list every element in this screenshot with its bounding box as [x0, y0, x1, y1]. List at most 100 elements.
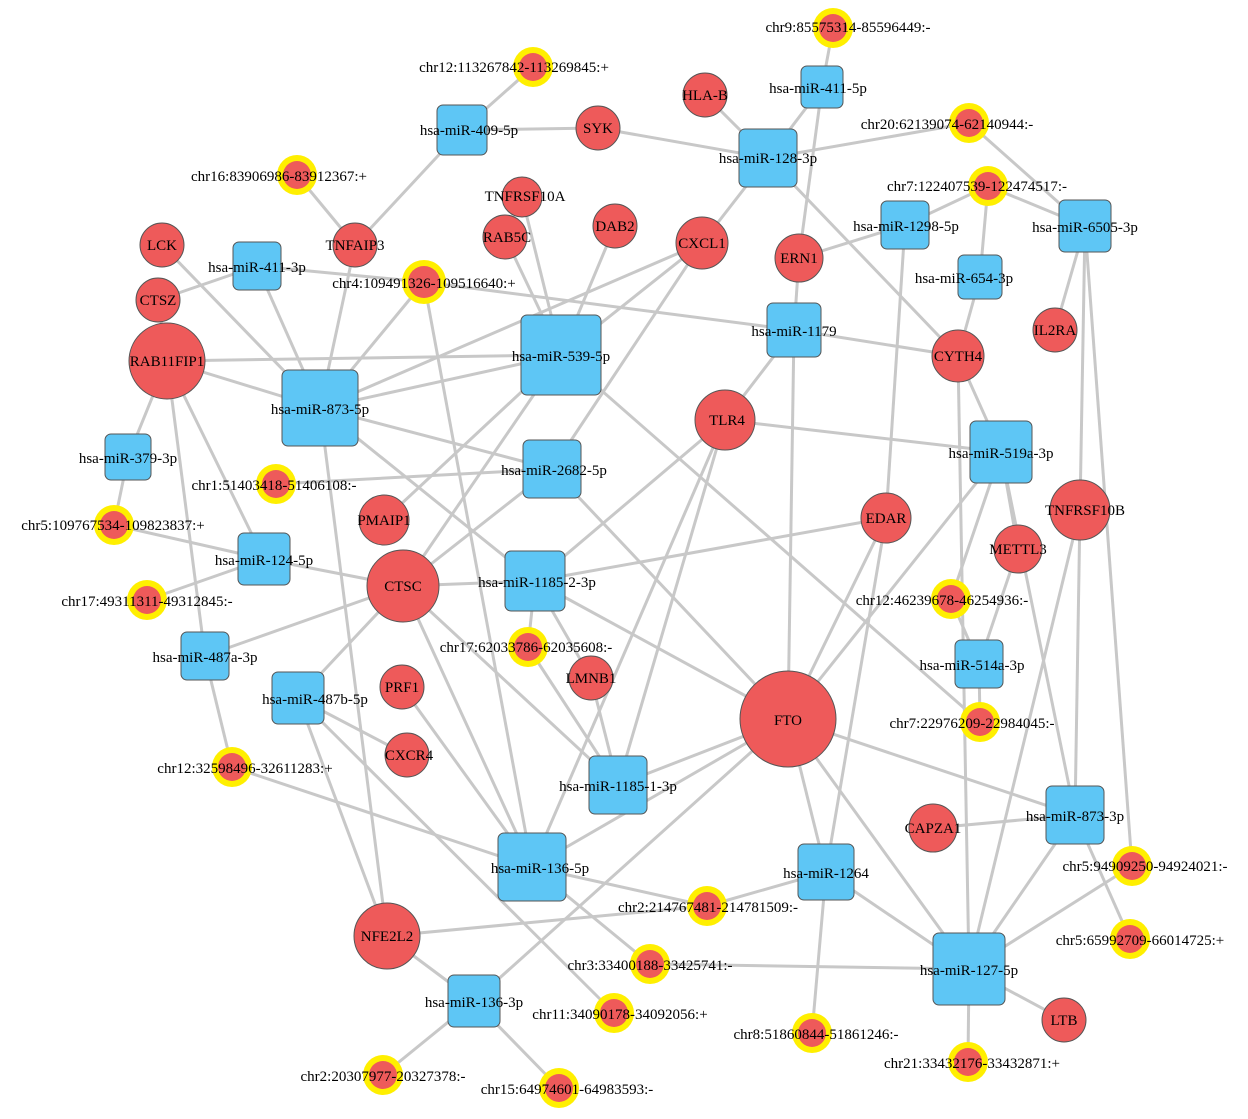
node-lck[interactable]: LCK [139, 222, 185, 268]
node-label: hsa-miR-1298-5p [853, 219, 959, 235]
node-mir487a[interactable]: hsa-miR-487a-3p [153, 631, 258, 681]
node-mir4115[interactable]: hsa-miR-411-5p [769, 65, 867, 109]
gene-circle [860, 492, 912, 544]
node-mettl3[interactable]: METTL3 [989, 524, 1047, 574]
node-label: hsa-miR-1185-2-3p [478, 575, 596, 591]
node-mir514[interactable]: hsa-miR-514a-3p [920, 639, 1025, 689]
gene-circle [482, 214, 528, 260]
edge-fto-mir127 [786, 718, 971, 970]
node-c5c[interactable]: chr5:65992709-66014725:+ [1056, 919, 1224, 959]
node-ctsz[interactable]: CTSZ [135, 277, 181, 323]
node-pmaip1[interactable]: PMAIP1 [357, 494, 411, 546]
node-tnfrsf10a[interactable]: TNFRSF10A [485, 176, 566, 218]
node-mir6505[interactable]: hsa-miR-6505-3p [1032, 199, 1138, 253]
node-mir409[interactable]: hsa-miR-409-5p [420, 104, 518, 156]
node-hlab[interactable]: HLA-B [682, 72, 728, 118]
node-mir487b[interactable]: hsa-miR-487b-5p [262, 671, 368, 725]
node-c1[interactable]: chr1:51403418-51406108:- [192, 464, 357, 504]
node-label: HLA-B [682, 88, 728, 104]
node-label: TNFAIP3 [326, 238, 385, 254]
node-mir1185_2[interactable]: hsa-miR-1185-2-3p [478, 550, 596, 612]
circrna-core [600, 999, 628, 1027]
node-c7a[interactable]: chr7:122407539-122474517:- [887, 166, 1067, 206]
node-mir1264[interactable]: hsa-miR-1264 [783, 843, 869, 901]
node-label: hsa-miR-6505-3p [1032, 220, 1138, 236]
node-mir379[interactable]: hsa-miR-379-3p [79, 433, 177, 481]
node-mir539[interactable]: hsa-miR-539-5p [512, 314, 610, 396]
node-mir128[interactable]: hsa-miR-128-3p [719, 128, 817, 188]
node-mir4113[interactable]: hsa-miR-411-3p [208, 241, 306, 291]
node-c21[interactable]: chr21:33432176-33432871:+ [884, 1042, 1060, 1082]
node-mir873_3[interactable]: hsa-miR-873-3p [1026, 785, 1124, 845]
node-ern1[interactable]: ERN1 [774, 233, 824, 283]
node-c12c[interactable]: chr12:32598496-32611283:+ [157, 747, 333, 787]
edge-rab11fip1-mir487a [165, 360, 207, 657]
node-mir127[interactable]: hsa-miR-127-5p [920, 932, 1018, 1006]
node-c5a[interactable]: chr5:109767534-109823837:+ [21, 505, 205, 545]
node-c9[interactable]: chr9:85575314-85596449:- [766, 8, 931, 48]
node-c16[interactable]: chr16:83906986-83912367:+ [191, 155, 367, 195]
mirna-square [1058, 199, 1112, 253]
gene-circle [694, 389, 756, 451]
node-mir136_3[interactable]: hsa-miR-136-3p [425, 974, 523, 1028]
node-nfe2l2[interactable]: NFE2L2 [353, 902, 421, 970]
node-ctsc[interactable]: CTSC [366, 549, 440, 623]
node-rab5c[interactable]: RAB5C [482, 214, 531, 260]
node-mir2682[interactable]: hsa-miR-2682-5p [501, 439, 607, 499]
circrna-core [100, 511, 128, 539]
node-ltb[interactable]: LTB [1041, 997, 1087, 1043]
circrna-core [636, 950, 664, 978]
node-c5b[interactable]: chr5:94909250-94924021:- [1063, 846, 1228, 886]
gene-circle [358, 494, 410, 546]
node-c12a[interactable]: chr12:113267842-113269845:+ [419, 47, 609, 87]
node-edar[interactable]: EDAR [860, 492, 912, 544]
node-c20[interactable]: chr20:62139074-62140944:- [861, 103, 1033, 143]
edge-mir4113-c4 [256, 264, 425, 284]
node-capza1[interactable]: CAPZA1 [905, 803, 962, 853]
node-c12b[interactable]: chr12:46239678-46254936:- [856, 579, 1028, 619]
node-label: hsa-miR-2682-5p [501, 463, 607, 479]
node-cyth4[interactable]: CYTH4 [931, 329, 985, 383]
node-c17a[interactable]: chr17:49311311-49312845:- [61, 580, 233, 620]
node-c4[interactable]: chr4:109491326-109516640:+ [332, 260, 516, 304]
node-mir519[interactable]: hsa-miR-519a-3p [949, 420, 1054, 484]
node-mir1179[interactable]: hsa-miR-1179 [751, 302, 837, 358]
mirna-square [522, 439, 582, 499]
node-c15[interactable]: chr15:64974601-64983593:- [481, 1068, 653, 1108]
node-syk[interactable]: SYK [575, 105, 621, 151]
node-dab2[interactable]: DAB2 [592, 203, 638, 249]
gene-circle [379, 664, 425, 710]
node-lmnb1[interactable]: LMNB1 [566, 655, 617, 701]
node-tnfaip3[interactable]: TNFAIP3 [326, 222, 385, 268]
circrna-core [514, 633, 542, 661]
node-fto[interactable]: FTO [739, 670, 837, 768]
node-c7b[interactable]: chr7:22976209-22984045:- [890, 702, 1055, 742]
node-mir1298[interactable]: hsa-miR-1298-5p [853, 200, 959, 250]
node-mir136_5[interactable]: hsa-miR-136-5p [491, 832, 589, 902]
node-mir124[interactable]: hsa-miR-124-5p [215, 532, 313, 586]
node-mir1185_1[interactable]: hsa-miR-1185-1-3p [559, 755, 677, 815]
node-c2b[interactable]: chr2:20307977-20327378:- [301, 1055, 466, 1095]
gene-circle [739, 670, 837, 768]
node-label: LMNB1 [566, 671, 617, 687]
node-c3[interactable]: chr3:33400188-33425741:- [568, 944, 733, 984]
node-c17b[interactable]: chr17:62033786-62035608:- [440, 627, 612, 667]
node-c8[interactable]: chr8:51860844-51861246:- [734, 1013, 899, 1053]
node-il2ra[interactable]: IL2RA [1032, 307, 1078, 353]
node-label: DAB2 [595, 219, 634, 235]
node-c2a[interactable]: chr2:214767481-214781509:- [618, 886, 798, 926]
node-cxcr4[interactable]: CXCR4 [384, 732, 434, 778]
node-label: METTL3 [989, 542, 1047, 558]
node-cxcl1[interactable]: CXCL1 [675, 216, 729, 270]
node-tnfrsf10b[interactable]: TNFRSF10B [1045, 479, 1125, 541]
node-mir873_5[interactable]: hsa-miR-873-5p [271, 369, 369, 447]
gene-circle [931, 329, 985, 383]
node-mir654[interactable]: hsa-miR-654-3p [915, 254, 1013, 300]
gene-circle [568, 655, 614, 701]
node-label: hsa-miR-136-5p [491, 861, 589, 877]
node-tlr4[interactable]: TLR4 [694, 389, 756, 451]
node-prf1[interactable]: PRF1 [379, 664, 425, 710]
node-label: chr1:51403418-51406108:- [192, 478, 357, 494]
node-rab11fip1[interactable]: RAB11FIP1 [128, 322, 206, 400]
node-c11[interactable]: chr11:34090178-34092056:+ [532, 993, 708, 1033]
